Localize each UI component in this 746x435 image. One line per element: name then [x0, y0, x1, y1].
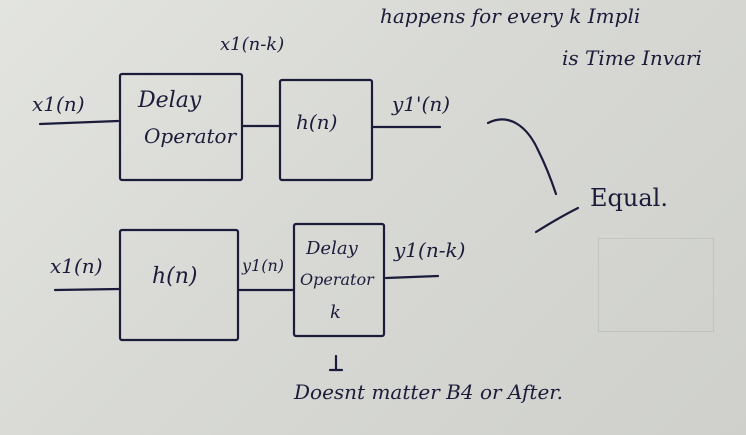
top-note-line1: happens for every k Impli [380, 4, 641, 28]
bottom-delay-line1: Delay [306, 238, 358, 259]
bottom-curly-arrow [534, 206, 580, 234]
top-system-box [278, 78, 374, 182]
top-curly-arrow [486, 118, 558, 196]
down-arrow-icon [328, 354, 344, 372]
bottom-input-label: x1(n) [50, 254, 103, 278]
top-mid-label: x1(n-k) [220, 34, 285, 55]
top-input-label: x1(n) [32, 92, 85, 116]
top-system-label: h(n) [296, 110, 338, 134]
bottom-system-box [118, 228, 240, 342]
footer-note: Doesnt matter B4 or After. [294, 380, 563, 404]
bottom-delay-line3: k [330, 302, 341, 323]
top-output-label: y1'(n) [392, 92, 451, 116]
bottom-delay-operator-box [292, 222, 386, 338]
bottom-system-label: h(n) [152, 264, 198, 289]
bottom-output-label: y1(n-k) [394, 238, 466, 262]
top-input-line [38, 119, 120, 126]
top-note-line2: is Time Invari [562, 46, 702, 70]
equal-label: Equal. [590, 184, 668, 212]
top-delay-line1: Delay [138, 88, 202, 113]
bottom-input-line [53, 287, 122, 292]
bottom-output-line [384, 274, 440, 280]
bottom-delay-line2: Operator [300, 270, 374, 289]
top-delay-line2: Operator [144, 124, 237, 148]
bottom-mid-label: y1(n) [242, 256, 285, 275]
show-through-box [598, 238, 714, 332]
